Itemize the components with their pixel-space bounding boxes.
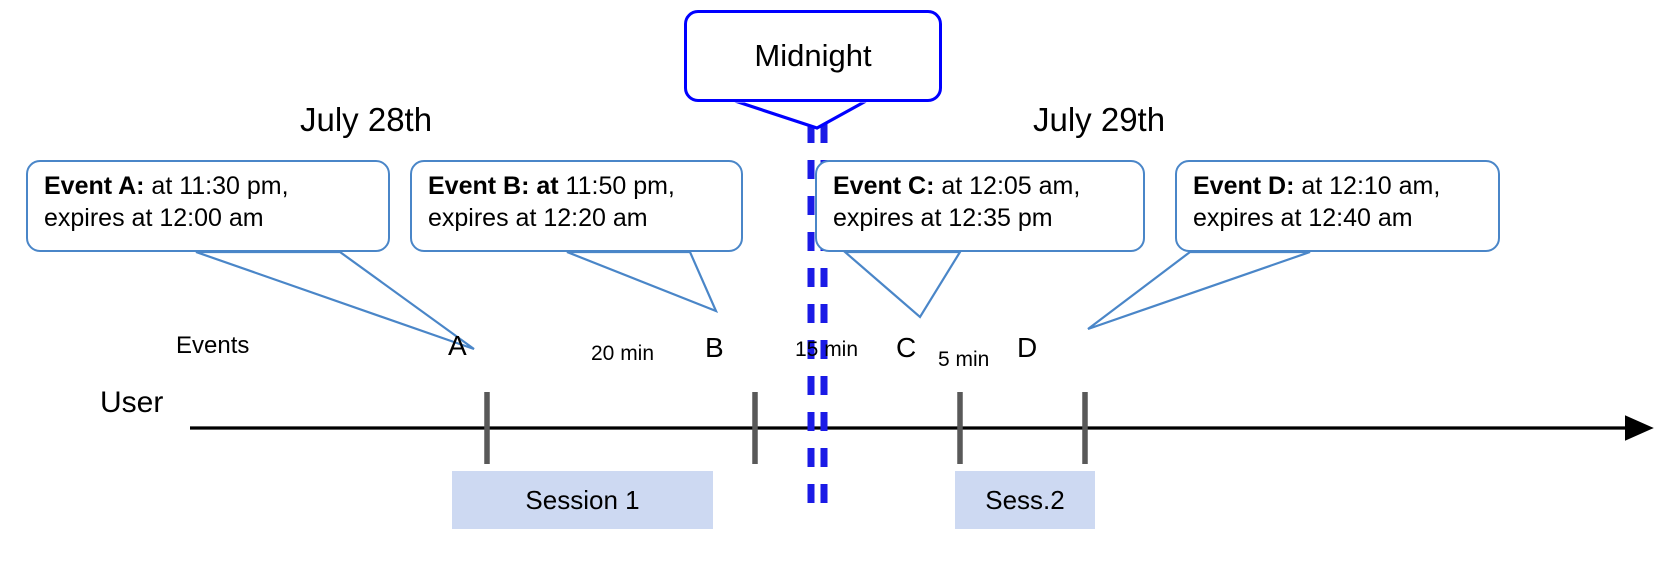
marker-label-c: C [896,332,917,363]
midnight-callout-tail [733,97,868,130]
event-b-line-1: Event B: at 11:50 pm, [428,171,727,203]
session-2-label: Sess.2 [985,484,1065,515]
session-block-2: Sess.2 [955,471,1095,529]
event-a-line-1-rest: at 11:30 pm, [144,172,289,200]
duration-label-a-b: 20 min [591,342,655,365]
midnight-callout: Midnight [684,10,942,102]
event-a-line-1: Event A: at 11:30 pm, [44,171,374,203]
event-b-line-2: expires at 12:20 am [428,203,648,232]
date-label-july-28: July 28th [300,101,433,138]
event-c-line-2: expires at 12:35 pm [833,203,1053,232]
event-d-line-2: expires at 12:40 am [1193,203,1413,232]
event-b-line-1-rest: 11:50 pm, [558,172,675,200]
event-d-line-1-rest: at 12:10 am, [1294,172,1441,200]
duration-label-b-c: 15 min [795,338,859,361]
session-1-label: Session 1 [525,484,640,515]
events-row-label: Events [176,332,250,359]
event-c-title: Event C: [833,172,935,200]
event-tick-marks [484,392,1088,464]
event-callout-b: Event B: at 11:50 pm, expires at 12:20 a… [410,160,743,252]
leader-d [1087,250,1311,331]
session-block-1: Session 1 [452,471,713,529]
event-c-line-1-rest: at 12:05 am, [934,172,1081,200]
event-a-line-2: expires at 12:00 am [44,203,264,232]
event-c-line-1: Event C: at 12:05 am, [833,171,1129,203]
leader-c [842,250,962,319]
duration-label-c-d: 5 min [938,348,990,371]
leader-b [566,250,719,314]
event-callout-a: Event A: at 11:30 pm, expires at 12:00 a… [26,160,390,252]
event-b-title: Event B: [428,172,530,200]
event-d-title: Event D: [1193,172,1295,200]
user-row-label: User [100,386,164,419]
marker-label-d: D [1017,332,1038,363]
event-callout-d: Event D: at 12:10 am, expires at 12:40 a… [1175,160,1500,252]
event-callout-c: Event C: at 12:05 am, expires at 12:35 p… [815,160,1145,252]
event-a-title: Event A: [44,172,145,200]
midnight-label: Midnight [754,38,872,73]
event-d-line-1: Event D: at 12:10 am, [1193,171,1484,203]
marker-label-a: A [448,330,467,361]
callout-leader-lines [195,250,1311,351]
date-label-july-29: July 29th [1033,101,1166,138]
marker-label-b: B [705,332,724,363]
event-b-title-extra: at [529,172,559,200]
